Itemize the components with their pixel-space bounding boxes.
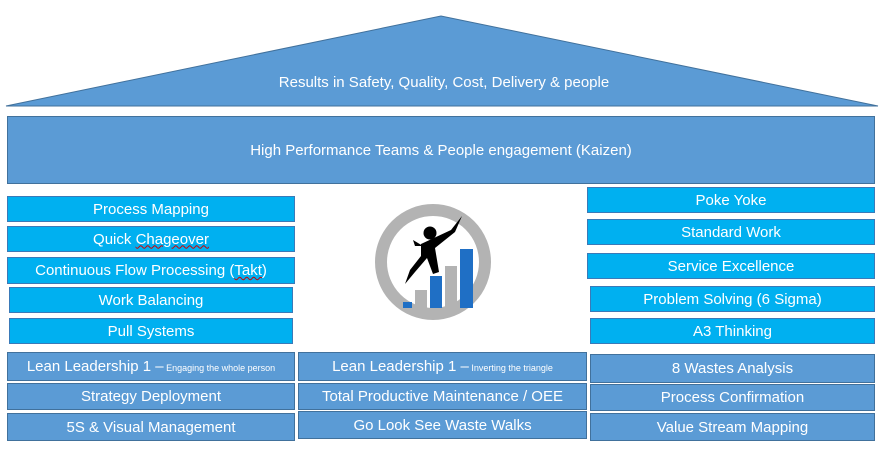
base-cell-label: Process Confirmation [660,389,805,406]
left-pillar-item-process-mapping: Process Mapping [7,196,295,222]
base-cell-label: Lean Leadership 1 – Engaging the whole p… [26,358,276,375]
left-pillar-item-continuous-flow: Continuous Flow Processing (Takt) [7,257,295,284]
right-pillar-item-service-excellence: Service Excellence [587,253,875,279]
pillar-item-label: Work Balancing [98,291,204,309]
base-go-look-see: Go Look See Waste Walks [298,411,587,439]
pillar-item-label: Quick Chageover [93,230,209,248]
base-cell-label: 5S & Visual Management [66,418,236,436]
base-value-stream-mapping: Value Stream Mapping [590,413,875,441]
right-pillar-item-problem-solving: Problem Solving (6 Sigma) [590,286,875,312]
right-pillar-item-a3-thinking: A3 Thinking [590,318,875,344]
base-cell-label: Go Look See Waste Walks [353,416,532,434]
base-5s-visual-management: 5S & Visual Management [7,413,295,441]
pillar-item-label: Continuous Flow Processing (Takt) [35,262,267,279]
base-tpm-oee: Total Productive Maintenance / OEE [298,383,587,410]
pillar-item-label: Process Mapping [93,200,209,218]
top-band-label: High Performance Teams & People engageme… [250,141,632,159]
base-8-wastes-analysis: 8 Wastes Analysis [590,354,875,383]
base-lean-leadership-inverting: Lean Leadership 1 – Inverting the triang… [298,352,587,381]
roof-triangle [5,15,879,107]
right-pillar-item-standard-work: Standard Work [587,219,875,245]
base-cell-label: Strategy Deployment [80,388,222,405]
base-cell-label: Total Productive Maintenance / OEE [322,388,563,405]
pillar-item-label: Standard Work [681,223,781,241]
left-pillar-item-quick-changeover: Quick Chageover [7,226,295,252]
base-cell-label: 8 Wastes Analysis [671,360,794,377]
top-band: High Performance Teams & People engageme… [7,116,875,184]
pillar-item-label: Problem Solving (6 Sigma) [643,290,822,308]
base-strategy-deployment: Strategy Deployment [7,383,295,410]
pillar-item-label: Service Excellence [667,257,795,275]
base-cell-label: Value Stream Mapping [656,418,809,436]
base-process-confirmation: Process Confirmation [590,384,875,411]
growth-chart-figure-icon [375,204,491,320]
right-pillar-item-poke-yoke: Poke Yoke [587,187,875,213]
base-cell-label: Lean Leadership 1 – Inverting the triang… [332,358,553,375]
left-pillar-item-pull-systems: Pull Systems [9,318,293,344]
pillar-item-label: Poke Yoke [695,191,767,209]
left-pillar-item-work-balancing: Work Balancing [9,287,293,313]
base-lean-leadership-engaging: Lean Leadership 1 – Engaging the whole p… [7,352,295,381]
pillar-item-label: Pull Systems [107,322,195,340]
pillar-item-label: A3 Thinking [693,322,772,340]
roof-title: Results in Safety, Quality, Cost, Delive… [278,74,610,91]
